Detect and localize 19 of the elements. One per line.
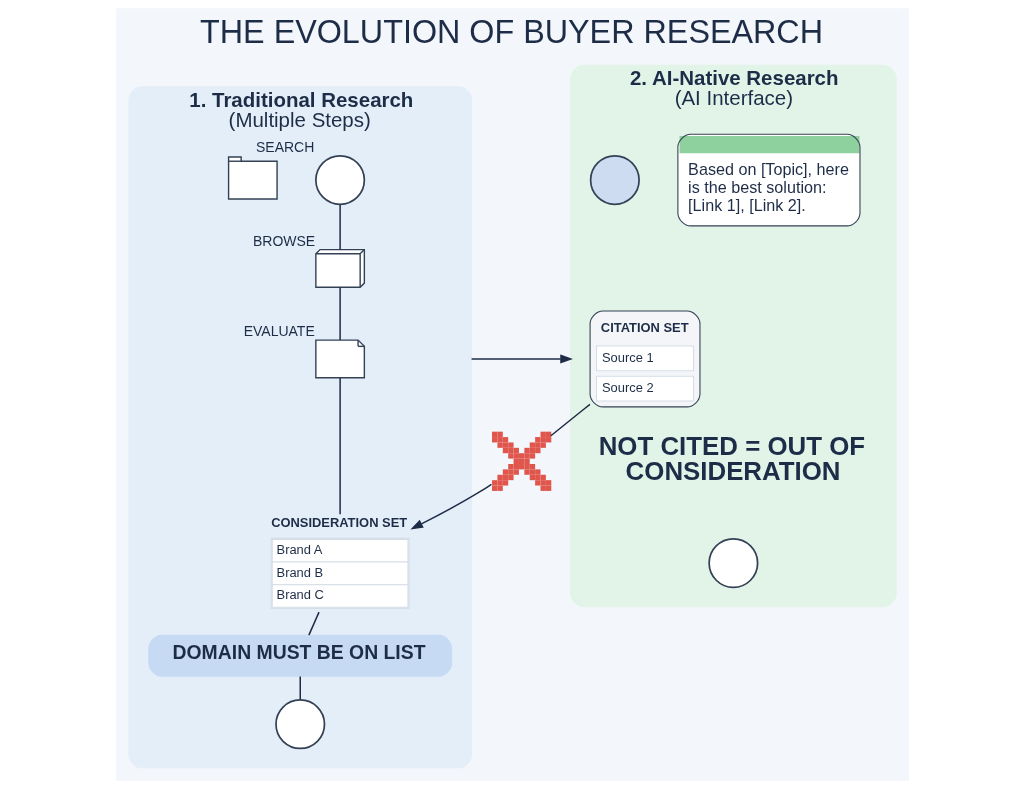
connector	[338, 286, 341, 341]
node-label: BROWSE	[252, 232, 315, 249]
arrow	[470, 354, 573, 364]
label: NOT CITED = OUT OF CONSIDERATION	[598, 431, 865, 486]
connector	[307, 611, 320, 636]
node-circle	[314, 155, 365, 206]
arrow	[409, 483, 492, 530]
connector	[338, 203, 341, 251]
connector	[338, 377, 341, 516]
diagram-title: THE EVOLUTION OF BUYER RESEARCH	[199, 13, 823, 50]
node-label: EVALUATE	[243, 323, 315, 340]
node-box: DOMAIN MUST BE ON LIST	[147, 634, 452, 677]
node-circle	[274, 699, 325, 750]
node-circle	[589, 155, 640, 206]
connector	[299, 675, 301, 701]
node-label: CONSIDERATION SET	[270, 515, 407, 531]
node-label: SEARCH	[255, 138, 314, 155]
node-circle	[707, 538, 758, 589]
connector	[549, 403, 591, 437]
